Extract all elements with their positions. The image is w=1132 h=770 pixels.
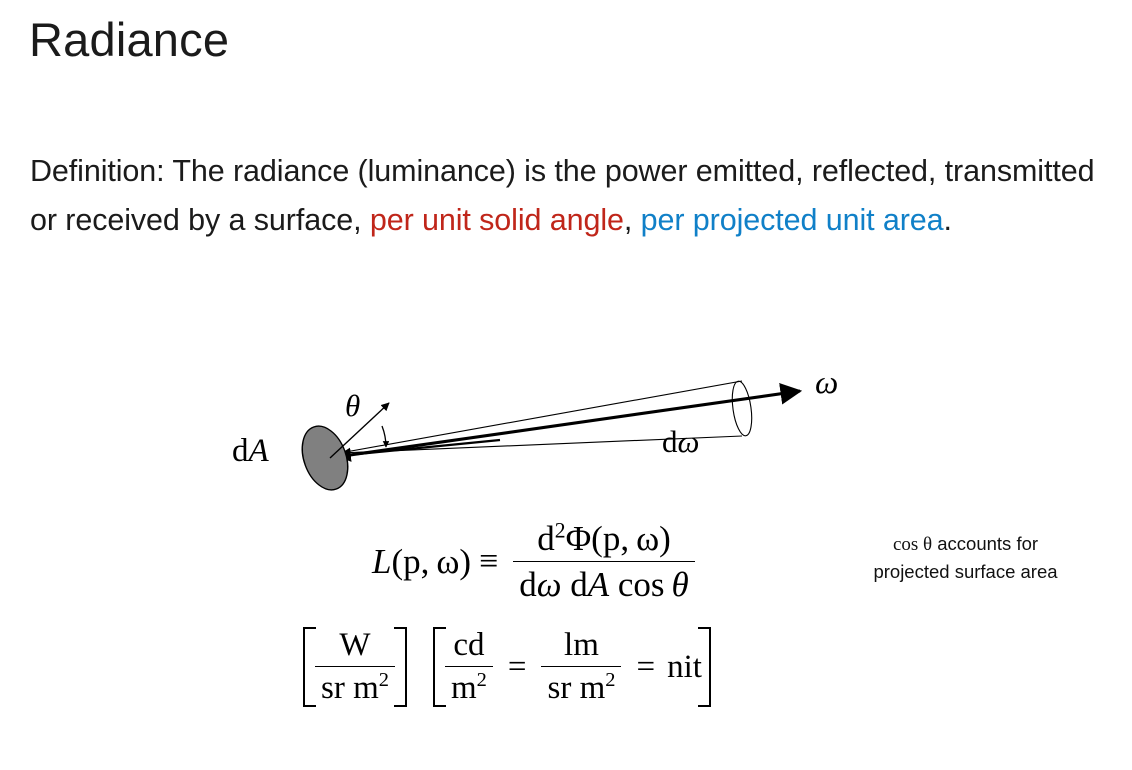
- denominator-d1: d: [519, 565, 537, 604]
- units-cd-numerator: cd: [453, 627, 485, 663]
- units-lm-numerator: lm: [564, 627, 599, 663]
- theta-angle-arc: [381, 425, 390, 448]
- surface-patch-ellipse: [301, 425, 349, 491]
- annotation-line1: accounts for: [932, 533, 1039, 554]
- radiance-diagram: [0, 340, 1132, 510]
- diagram-label-omega: ω: [815, 365, 839, 401]
- numerator-exponent: 2: [554, 518, 566, 543]
- diagram-label-theta: θ: [345, 388, 361, 423]
- units-watt-den-text: sr m: [321, 670, 379, 706]
- units-bracket-photometric: cd m2 = lm sr m2 = nit: [432, 627, 711, 707]
- units-cd-den-text: m: [450, 670, 477, 706]
- incoming-ray-arrow: [336, 438, 501, 462]
- units-fraction-candela: cd m2: [444, 627, 493, 707]
- equation-lhs-args: (p, ω): [391, 542, 472, 581]
- page-title: Radiance: [29, 13, 230, 66]
- dA-A: A: [248, 433, 269, 469]
- diagram-label-domega: dω: [662, 424, 699, 460]
- direction-axis-arrow: [335, 383, 803, 459]
- diagram-label-dA: dA: [232, 433, 269, 470]
- definition-highlight-projected-area: per projected unit area: [640, 203, 944, 237]
- units-watt-numerator: W: [339, 627, 371, 663]
- definition-highlight-solid-angle: per unit solid angle: [369, 203, 624, 237]
- equation-numerator: d2Φ(p, ω): [531, 519, 677, 561]
- units-nit: nit: [667, 648, 702, 685]
- denominator-omega: ω: [536, 565, 562, 604]
- radiance-equation: L(p, ω) ≡ d2Φ(p, ω) dω dA cos θ: [372, 519, 698, 605]
- cone-end-cap-ellipse: [731, 380, 753, 437]
- annotation-math-cos-theta: cos θ: [892, 534, 933, 555]
- definition-text-main: Definition: The radiance (luminance) is …: [30, 154, 1095, 237]
- radiance-units-equation: W sr m2 cd m2 = lm sr m2 = nit: [303, 627, 711, 707]
- diagram-canvas: [301, 380, 803, 491]
- equation-lhs-L: L: [372, 542, 392, 581]
- numerator-phi: Φ(p, ω): [565, 519, 671, 558]
- denominator-d2: d: [570, 565, 588, 604]
- domega-omega: ω: [677, 424, 700, 459]
- denominator-A: A: [587, 565, 610, 604]
- units-cd-den-exponent: 2: [476, 669, 487, 691]
- equation-denominator: dω dA cos θ: [513, 561, 695, 605]
- units-lm-den-exponent: 2: [605, 669, 616, 691]
- units-bracket-radiometric: W sr m2: [303, 627, 407, 707]
- domega-d: d: [662, 424, 678, 459]
- annotation-line2: projected surface area: [873, 561, 1058, 582]
- equation-fraction: d2Φ(p, ω) dω dA cos θ: [513, 519, 695, 605]
- units-equals-2: =: [636, 648, 656, 685]
- units-fraction-lumen: lm sr m2: [541, 627, 622, 707]
- units-equals-1: =: [507, 648, 527, 685]
- definition-period: .: [943, 203, 952, 237]
- numerator-d: d: [537, 519, 555, 558]
- definition-paragraph: Definition: The radiance (luminance) is …: [30, 147, 1115, 245]
- units-watt-den-exponent: 2: [378, 669, 389, 691]
- dA-d: d: [232, 433, 249, 469]
- equation-relation: ≡: [479, 543, 499, 580]
- cos-theta-annotation: cos θ accounts for projected surface are…: [833, 530, 1098, 585]
- denominator-theta: θ: [671, 565, 689, 604]
- units-fraction-watts: W sr m2: [315, 627, 395, 707]
- denominator-cos: cos: [617, 565, 665, 604]
- surface-normal-arrow: [329, 402, 390, 459]
- units-cd-denominator: m2: [444, 666, 493, 707]
- cone-upper-edge-line: [339, 380, 743, 454]
- definition-separator: ,: [623, 203, 641, 237]
- units-watt-denominator: sr m2: [315, 666, 395, 707]
- units-lm-den-text: sr m: [547, 670, 606, 706]
- units-lm-denominator: sr m2: [541, 666, 622, 707]
